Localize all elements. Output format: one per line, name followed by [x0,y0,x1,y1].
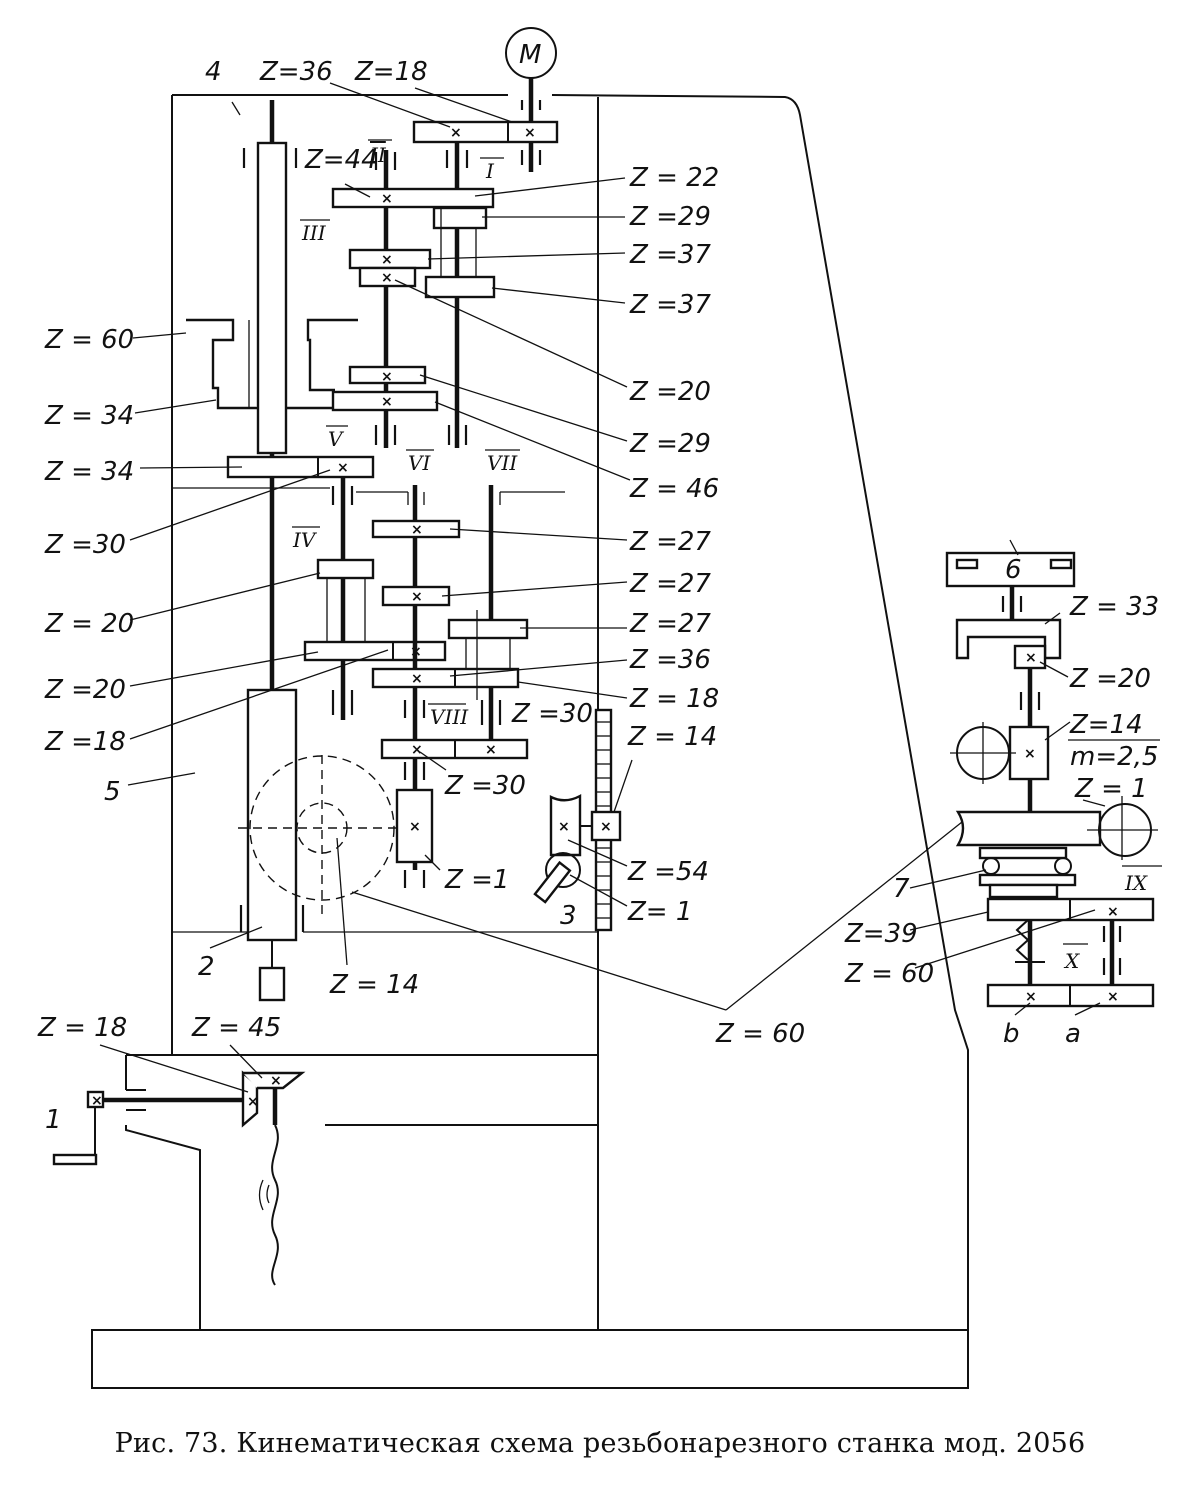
gear-label: Z = 14 [329,970,419,1000]
gear-train-middle: × × × × × × × [303,477,565,888]
shaft-label-viii: VIII [430,705,469,729]
svg-text:×: × [91,1093,103,1109]
gear-label: Z =29 [629,202,711,232]
gear-label: Z =29 [629,429,711,459]
shaft-label-v: V [328,427,345,451]
shaft-label-overlines [292,139,1162,945]
gear-label: Z = 18 [37,1013,127,1043]
gear-label: Z = 34 [44,457,134,487]
gear-label-b: b [1003,1019,1020,1049]
motor: M [505,27,557,172]
gear-tooth-labels: Z=36 Z=18 Z=44 Z = 22 Z =29 Z =37 Z =37 … [37,57,1160,1049]
part-label-7: 7 [893,874,910,904]
svg-text:×: × [247,1094,259,1110]
part-label-2: 2 [198,952,215,982]
gear-label: Z=44 [304,145,378,175]
svg-text:×: × [381,252,393,268]
svg-text:×: × [485,742,497,758]
gear-label-a: a [1065,1019,1081,1049]
gear-label: Z =27 [629,609,711,639]
rack-mechanism: × × [533,708,622,932]
gear-label: Z = 60 [844,959,934,989]
gear-label: Z=39 [844,919,918,949]
gear-label: Z = 45 [191,1013,281,1043]
motor-label: M [519,40,541,70]
svg-text:×: × [411,671,423,687]
svg-text:×: × [409,819,421,835]
part-label-6: 6 [1005,555,1022,585]
gear-label: Z=18 [354,57,428,87]
svg-text:×: × [381,394,393,410]
gear-label: Z =54 [627,857,709,887]
gear-label: m=2,5 [1070,742,1158,772]
gear-label: Z = 1 [1074,774,1148,804]
svg-text:×: × [1024,746,1036,762]
gear-label: Z = 34 [44,401,134,431]
gear-label: Z =30 [444,771,526,801]
svg-text:×: × [411,522,423,538]
gear-label: Z=36 [259,57,333,87]
gear-label: Z = 33 [1069,592,1159,622]
spindle: × [186,100,375,1002]
svg-text:×: × [411,742,423,758]
gear-label: Z = 18 [629,684,719,714]
svg-text:×: × [381,191,393,207]
svg-text:×: × [1025,989,1037,1005]
shaft-label-ii: II [369,143,387,167]
svg-text:×: × [450,125,462,141]
machine-frame [91,94,969,1389]
shaft-label-iii: III [301,221,327,245]
shaft-label-x: X [1063,949,1080,973]
gear-label: Z = 60 [715,1019,805,1049]
svg-text:×: × [558,819,570,835]
gear-label: Z =27 [629,569,711,599]
gear-label: Z = 46 [629,474,719,504]
gear-label: Z =36 [629,645,711,675]
svg-text:×: × [1107,904,1119,920]
gear-label: Z =20 [1069,664,1151,694]
shaft-label-ix: IX [1124,871,1148,895]
svg-text:×: × [1025,650,1037,666]
gear-label: Z= 1 [627,897,692,927]
svg-text:×: × [524,125,536,141]
gear-label: Z =37 [629,290,711,320]
svg-text:×: × [270,1073,282,1089]
svg-text:×: × [600,819,612,835]
svg-text:×: × [1107,989,1119,1005]
gear-label: Z =1 [444,865,509,895]
gear-label: Z =20 [629,377,711,407]
gear-label: Z =37 [629,240,711,270]
shaft-label-vii: VII [487,451,518,475]
gear-label: Z = 22 [629,163,719,193]
gear-label: Z = 20 [44,609,134,639]
svg-text:×: × [337,460,349,476]
shaft-labels: II I III V VI VII IV VIII IX X [292,139,1162,973]
gear-label: Z = 60 [44,325,134,355]
gear-label: Z =30 [44,530,126,560]
part-label-5: 5 [104,777,121,807]
part-number-labels: 4 5 2 3 1 6 7 b a [45,57,1081,1135]
worm-wheel [238,755,400,915]
gear-label: Z =20 [44,675,126,705]
leader-lines [99,82,1106,1093]
right-detail: × × × × × [945,551,1158,1008]
svg-text:×: × [411,589,423,605]
figure-caption: Рис. 73. Кинематическая схема резьбонаре… [114,1428,1086,1459]
shaft-label-i: I [485,159,495,183]
shaft-label-vi: VI [408,451,431,475]
gear-label: Z =18 [44,727,126,757]
gear-label: Z=14 [1069,710,1143,740]
svg-text:×: × [381,369,393,385]
gear-label: Z =30 [511,699,593,729]
gear-label: Z =27 [629,527,711,557]
part-label-3: 3 [560,901,577,931]
part-label-1: 1 [45,1105,62,1135]
svg-text:×: × [381,270,393,286]
shaft-label-iv: IV [292,528,318,552]
gear-label: Z = 14 [627,722,717,752]
feed-mechanism: × × × [52,1070,306,1286]
part-label-4: 4 [205,57,222,87]
